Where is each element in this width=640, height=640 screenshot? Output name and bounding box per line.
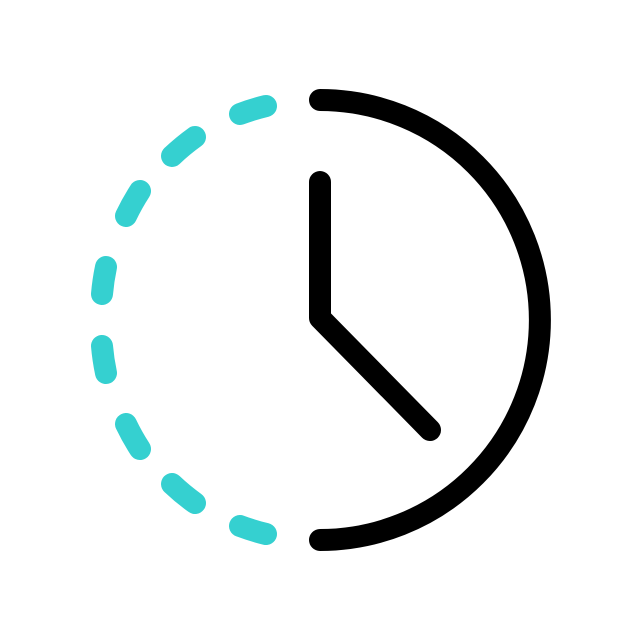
clock-hands bbox=[309, 171, 441, 441]
dash-segment bbox=[91, 256, 117, 305]
clock-dashed-arc bbox=[91, 95, 277, 545]
dash-segment bbox=[161, 473, 206, 514]
dash-segment bbox=[115, 413, 151, 460]
dash-segment bbox=[115, 180, 151, 227]
dash-segment bbox=[91, 335, 117, 384]
clock-solid-arc bbox=[309, 89, 551, 551]
dash-segment bbox=[161, 126, 206, 167]
dash-segment bbox=[229, 515, 277, 545]
dash-segment bbox=[229, 95, 277, 125]
